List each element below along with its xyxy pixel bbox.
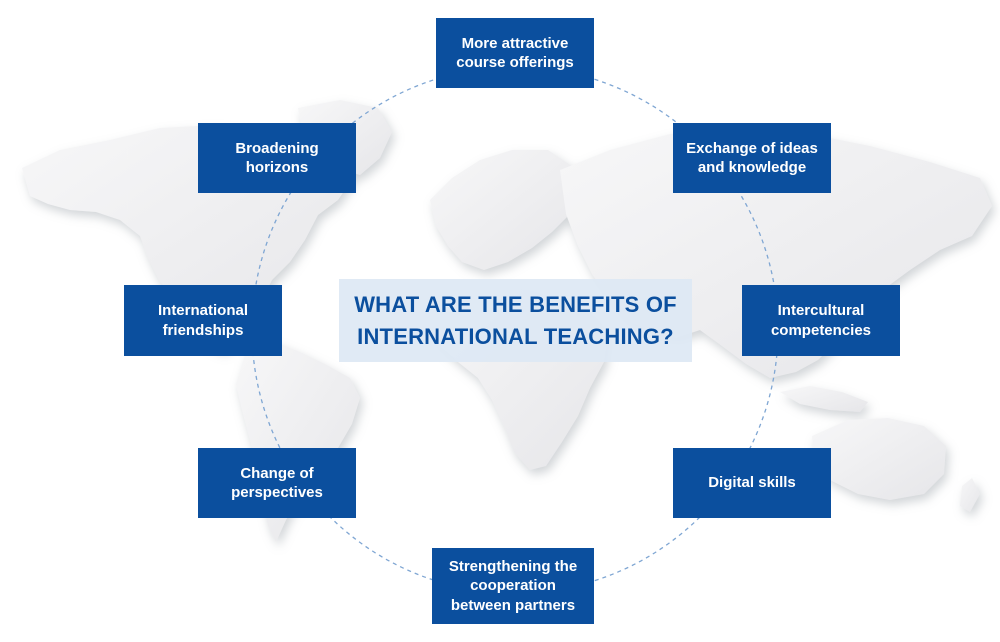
- benefit-box-broadening-horizons: Broadening horizons: [198, 123, 356, 193]
- new-zealand-shape: [960, 478, 980, 512]
- benefit-box-intercultural-competencies: Intercultural competencies: [742, 285, 900, 356]
- benefit-box-cooperation-partners: Strengthening the cooperation between pa…: [432, 548, 594, 624]
- indonesia-shape: [780, 386, 868, 412]
- benefit-box-digital-skills: Digital skills: [673, 448, 831, 518]
- center-question-title: WHAT ARE THE BENEFITS OF INTERNATIONAL T…: [339, 279, 692, 362]
- europe-shape: [430, 150, 580, 270]
- australia-shape: [812, 418, 946, 500]
- benefit-box-course-offerings: More attractive course offerings: [436, 18, 594, 88]
- benefit-box-exchange-ideas: Exchange of ideas and knowledge: [673, 123, 831, 193]
- benefit-box-change-perspectives: Change of perspectives: [198, 448, 356, 518]
- benefit-box-international-friendships: International friendships: [124, 285, 282, 356]
